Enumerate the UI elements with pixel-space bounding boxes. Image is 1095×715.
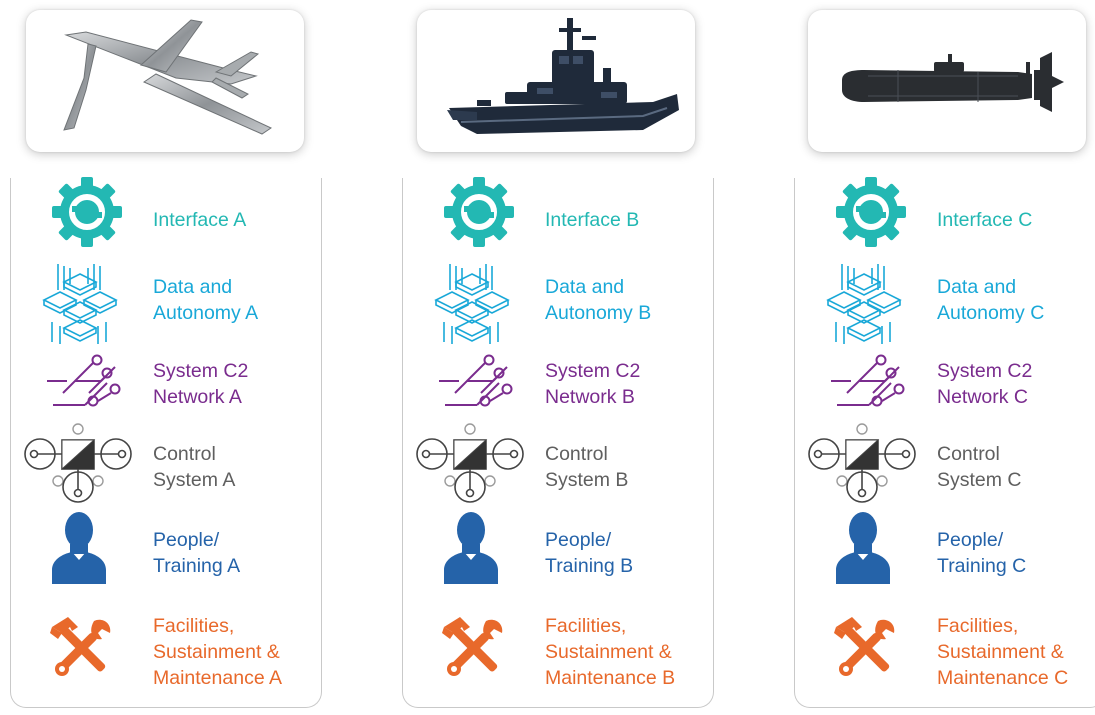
data-autonomy-icon [430,262,514,346]
facilities-line3: Maintenance B [545,667,676,689]
gear-sync-icon [834,175,908,249]
interface-label: Interface A [153,209,247,231]
network-label: System C2 Network B [545,358,640,410]
facilities-line2: Sustainment & [545,641,672,663]
network-circuit-icon [45,353,121,417]
data-autonomy-line2: Autonomy C [937,302,1045,324]
network-line2: Network C [937,386,1029,408]
underwater-vehicle-image [842,52,1064,112]
control-system-label: Control System A [153,441,235,493]
control-line2: System B [545,469,629,491]
boat-image-card [417,10,695,152]
facilities-line3: Maintenance A [153,667,283,689]
people-line2: Training C [937,555,1027,577]
column-frame [10,178,322,708]
data-autonomy-icon [38,262,122,346]
control-line2: System C [937,469,1022,491]
network-line1: System C2 [153,360,249,382]
person-silhouette-icon [50,508,108,584]
person-silhouette-icon [834,508,892,584]
person-silhouette-icon [442,508,500,584]
facilities-line1: Facilities, [153,615,235,637]
data-autonomy-line1: Data and [937,276,1017,298]
people-line1: People/ [937,529,1004,551]
facilities-line2: Sustainment & [153,641,280,663]
control-line1: Control [545,443,608,465]
hammer-wrench-icon [48,615,114,681]
boat-image [447,18,679,134]
data-autonomy-icon [822,262,906,346]
people-line2: Training A [153,555,241,577]
control-system-icon [412,423,528,507]
data-autonomy-line1: Data and [153,276,233,298]
column-b: Interface B Data and Au [392,0,714,715]
people-training-label: People/ Training B [545,527,633,579]
network-label: System C2 Network A [153,358,248,410]
control-system-label: Control System B [545,441,628,493]
people-line1: People/ [545,529,612,551]
aircraft-image [63,19,273,135]
control-system-icon [20,423,136,507]
control-line1: Control [153,443,216,465]
people-line1: People/ [153,529,220,551]
control-system-label: Control System C [937,441,1022,493]
data-autonomy-label: Data and Autonomy B [545,274,651,326]
data-autonomy-line2: Autonomy B [545,302,652,324]
interface-label: Interface B [545,209,640,231]
column-frame [402,178,714,708]
facilities-label: Facilities, Sustainment & Maintenance C [937,613,1068,691]
network-line2: Network B [545,386,635,408]
people-training-label: People/ Training A [153,527,240,579]
facilities-label: Facilities, Sustainment & Maintenance B [545,613,675,691]
gear-sync-icon [50,175,124,249]
network-line1: System C2 [937,360,1033,382]
people-training-label: People/ Training C [937,527,1026,579]
facilities-line3: Maintenance C [937,667,1069,689]
network-line1: System C2 [545,360,641,382]
hammer-wrench-icon [832,615,898,681]
data-autonomy-label: Data and Autonomy A [153,274,258,326]
facilities-line1: Facilities, [545,615,627,637]
network-circuit-icon [437,353,513,417]
network-line2: Network A [153,386,242,408]
aircraft-image-card [26,10,304,152]
interface-label: Interface C [937,209,1033,231]
column-c: Interface C Data and Au [784,0,1095,715]
facilities-label: Facilities, Sustainment & Maintenance A [153,613,282,691]
control-line2: System A [153,469,236,491]
gear-sync-icon [442,175,516,249]
network-circuit-icon [829,353,905,417]
data-autonomy-line1: Data and [545,276,625,298]
facilities-line1: Facilities, [937,615,1019,637]
control-line1: Control [937,443,1000,465]
data-autonomy-line2: Autonomy A [153,302,259,324]
facilities-line2: Sustainment & [937,641,1064,663]
control-system-icon [804,423,920,507]
network-label: System C2 Network C [937,358,1032,410]
people-line2: Training B [545,555,634,577]
column-a: Interface A Data and [0,0,322,715]
underwater-vehicle-image-card [808,10,1086,152]
column-frame [794,178,1095,708]
hammer-wrench-icon [440,615,506,681]
data-autonomy-label: Data and Autonomy C [937,274,1044,326]
